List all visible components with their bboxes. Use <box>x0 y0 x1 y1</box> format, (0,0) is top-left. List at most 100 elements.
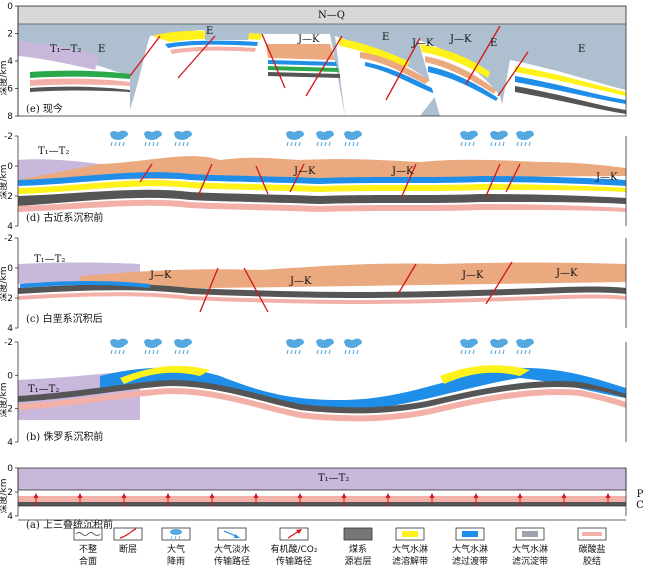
strata-label: T₁—T₂ <box>318 473 349 484</box>
legend-label-line1: 断层 <box>119 543 137 555</box>
horst-1-blue <box>165 40 258 48</box>
legend-item-fault: 断层 <box>113 527 143 555</box>
strata-label: J—K <box>555 268 578 279</box>
legend-label-line1: 大气水淋 <box>512 543 548 555</box>
tilted-block-2-blue <box>428 66 498 101</box>
rain-icon <box>286 338 304 355</box>
fault-d-2 <box>197 163 213 197</box>
legend-label-line2: 滤过渡带 <box>452 555 488 567</box>
acid-arrows-a <box>33 493 611 506</box>
tilted-block-1-yellow <box>338 38 410 68</box>
fault-d-6 <box>485 163 501 197</box>
coal-a <box>18 502 626 506</box>
strata-label: J—K <box>411 38 434 49</box>
strata-label: T₁—T₂ <box>28 384 59 395</box>
fault-c-1 <box>199 267 219 313</box>
fault-d-7 <box>505 163 521 193</box>
legend-label-line1: 有机酸/CO₂ <box>270 543 317 555</box>
fault-e-5 <box>385 37 421 101</box>
jk-central <box>266 44 335 60</box>
legend-label-line1: 大气淡水 <box>214 543 250 555</box>
coal-layer-left <box>30 86 130 92</box>
jk-c <box>80 262 626 290</box>
legend-label-line1: 大气水淋 <box>452 543 488 555</box>
y-tick-label: 4 <box>7 324 13 334</box>
strata-label: T₁—T₂ <box>38 146 69 157</box>
y-tick-label: 0 <box>7 371 13 381</box>
legend: 不整合面断层大气降雨大气淡水传输路径有机酸/CO₂传输路径煤系源岩层大气水淋滤溶… <box>73 527 607 567</box>
legend-label-line2: 合面 <box>79 555 97 567</box>
acid-arrow-icon <box>287 530 300 539</box>
rain-icon <box>110 338 128 355</box>
y-tick-label: 2 <box>7 294 13 304</box>
y-tick-label: 4 <box>7 222 13 232</box>
rain-icon <box>174 130 192 147</box>
strata-label: J—K <box>391 166 414 177</box>
y-axis-label: 深度/km <box>0 266 9 301</box>
tri-block-left <box>18 40 100 70</box>
coal-b <box>18 380 626 414</box>
strata-label: J—K <box>293 166 316 177</box>
y-axis-label: 深度/km <box>0 164 9 199</box>
rain-icon <box>460 338 478 355</box>
strata-label: E <box>206 26 213 37</box>
y-tick-label: -2 <box>4 234 13 244</box>
tilted-block-2-jk <box>425 56 496 94</box>
right-block-yellow <box>515 66 626 96</box>
panel-e <box>17 5 627 117</box>
y-tick-label: 8 <box>7 112 13 122</box>
fault-e-7 <box>497 51 529 97</box>
strata-label: E <box>382 32 389 43</box>
rain-icon <box>174 338 192 355</box>
fault-e-1 <box>129 35 161 77</box>
strata-label: T₁—T₂ <box>50 44 81 55</box>
blue-d <box>18 172 626 186</box>
tilted-block-1-jk <box>360 52 430 84</box>
horst-1 <box>128 30 270 116</box>
strata-label: P <box>637 489 644 500</box>
strata-label: E <box>98 44 105 55</box>
y-tick-label: 0 <box>7 162 13 172</box>
rain-icon <box>316 130 334 147</box>
strata-label: J—K <box>297 34 320 45</box>
fault-d-4 <box>289 163 305 193</box>
panel-caption: (c) 白垩系沉积后 <box>26 312 103 325</box>
y-tick-label: 4 <box>7 512 13 522</box>
fault-c-3 <box>397 263 417 295</box>
strata-label: E <box>578 44 585 55</box>
coal-d <box>18 189 626 206</box>
y-tick-label: 2 <box>7 192 13 202</box>
strata-label: J—K <box>595 172 618 183</box>
strata-label: J—K <box>461 270 484 281</box>
legend-label-line2: 胶结 <box>583 555 601 567</box>
fault-d-3 <box>255 165 269 195</box>
y-tick-label: 0 <box>7 464 13 474</box>
panel-caption: (e) 现今 <box>26 102 63 115</box>
y-tick-label: 2 <box>7 488 13 498</box>
rain-icon <box>110 130 128 147</box>
y-axis-label: 深度/km <box>0 60 9 95</box>
y-tick-label: 2 <box>7 405 13 415</box>
y-tick-label: 0 <box>7 2 13 12</box>
rain-icon <box>460 130 478 147</box>
legend-label-line2: 滤溶解带 <box>392 555 428 567</box>
right-block-coal <box>515 86 626 114</box>
coal-swatch <box>343 527 373 541</box>
rain-icon <box>316 338 334 355</box>
legend-label-line1: 大气水淋 <box>392 543 428 555</box>
yellow-b-right <box>440 365 530 384</box>
blue-c <box>20 281 150 288</box>
rain-icon <box>516 130 534 147</box>
rain-icon <box>286 130 304 147</box>
pink-a <box>18 496 626 502</box>
rain-icon <box>490 338 508 355</box>
pink-d <box>18 199 626 212</box>
legend-label-line2: 传输路径 <box>276 555 312 567</box>
y-tick-label: -2 <box>4 338 13 348</box>
y-axis-label: 深度/km <box>0 478 9 513</box>
